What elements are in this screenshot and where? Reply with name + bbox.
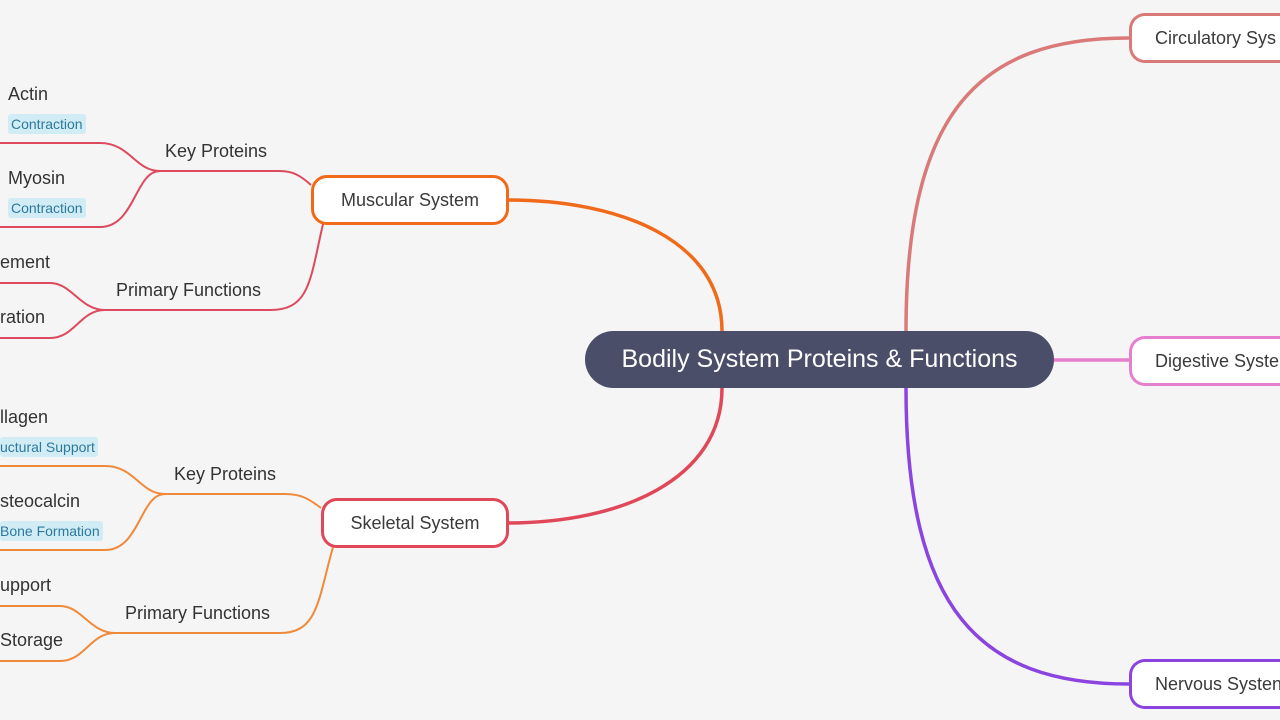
function-tag: uctural Support — [0, 437, 98, 457]
circulatory-system-node[interactable]: Circulatory Sys — [1129, 13, 1280, 63]
skeletal-system-node[interactable]: Skeletal System — [321, 498, 509, 548]
protein-osteocalcin-label[interactable]: steocalcin — [0, 491, 81, 511]
link-primaryfunctions-support — [0, 605, 116, 634]
branch-nervous — [904, 387, 1130, 686]
function-tag: Bone Formation — [0, 521, 103, 541]
link-muscular-keyproteins — [160, 170, 312, 186]
function-storage-label[interactable]: Storage — [0, 630, 64, 650]
link-keyproteins-myosin — [0, 170, 161, 228]
branch-muscular — [507, 198, 724, 332]
link-keyproteins-actin — [0, 142, 161, 172]
function-support-label[interactable]: upport — [0, 575, 52, 595]
skeletal-primary-functions-label[interactable]: Primary Functions — [125, 603, 271, 623]
function-tag: Contraction — [8, 114, 86, 134]
link-keyproteins-collagen — [0, 465, 166, 495]
link-skeletal-primaryfunctions — [115, 546, 334, 634]
branch-skeletal — [507, 387, 724, 525]
protein-actin-label[interactable]: Actin — [8, 84, 49, 104]
skeletal-key-proteins-label[interactable]: Key Proteins — [174, 464, 277, 484]
digestive-system-node[interactable]: Digestive Syste — [1129, 336, 1280, 386]
nervous-system-node[interactable]: Nervous Systen — [1129, 659, 1280, 709]
protein-myosin-label[interactable]: Myosin — [8, 168, 66, 188]
root-node[interactable]: Bodily System Proteins & Functions — [585, 331, 1054, 388]
function-movement-label[interactable]: ement — [0, 252, 51, 272]
function-respiration-label[interactable]: ration — [0, 307, 46, 327]
protein-collagen-label[interactable]: llagen — [0, 407, 49, 427]
link-primaryfunctions-item2 — [0, 309, 106, 339]
muscular-key-proteins-label[interactable]: Key Proteins — [165, 141, 268, 161]
branch-circulatory — [904, 36, 1130, 332]
link-primaryfunctions-storage — [0, 632, 116, 662]
link-muscular-primaryfunctions — [105, 223, 324, 311]
muscular-system-node[interactable]: Muscular System — [311, 175, 509, 225]
function-tag: Contraction — [8, 198, 86, 218]
link-keyproteins-osteocalcin — [0, 493, 166, 551]
link-skeletal-keyproteins — [165, 493, 322, 509]
muscular-primary-functions-label[interactable]: Primary Functions — [116, 280, 262, 300]
link-primaryfunctions-item1 — [0, 282, 106, 311]
